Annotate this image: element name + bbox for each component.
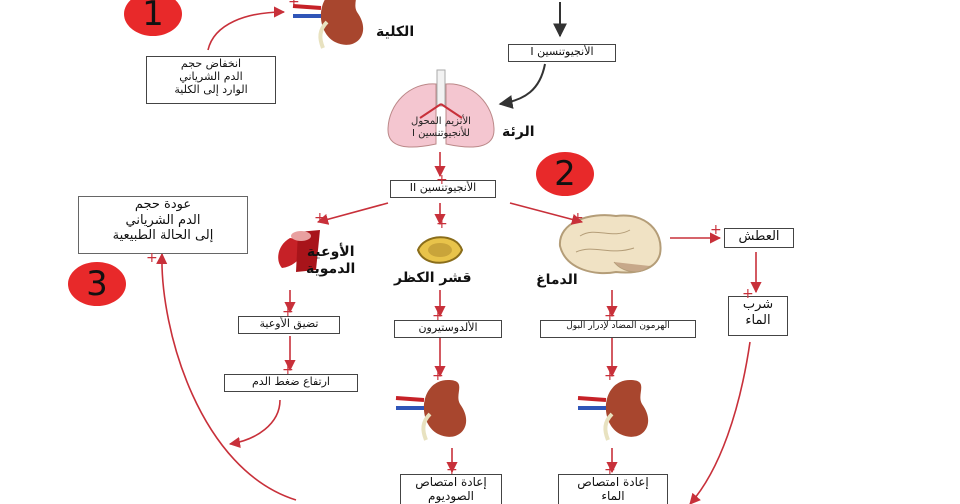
plus-sign-sodium: +: [446, 462, 458, 478]
plus-sign-brain: +: [572, 210, 584, 226]
blood-vessels-label: الأوعية الدموية: [306, 244, 356, 277]
adrenal-cortex-icon: [416, 236, 464, 264]
plus-sign-angiotensin-2: +: [436, 172, 448, 188]
plus-sign-kidney: +: [288, 0, 300, 10]
angiotensin-1-box: الأنجيوتنسين I: [508, 44, 616, 62]
plus-sign-return: +: [146, 250, 158, 266]
adh-box: الهرمون المضاد لإدرار البول: [540, 320, 696, 338]
kidney-label: الكلية: [376, 24, 415, 40]
drink-water-box: شرب الماء: [728, 296, 788, 336]
sodium-reabsorption-box: إعادة امتصاص الصوديوم: [400, 474, 502, 504]
plus-sign-adh: +: [604, 308, 616, 324]
kidney-sodium-icon: [394, 378, 469, 442]
vasoconstriction-box: تضيق الأوعية: [238, 316, 340, 334]
plus-sign-thirst: +: [710, 222, 722, 238]
aldosterone-box: الألدوستيرون: [394, 320, 502, 338]
water-reabsorption-box: إعادة امتصاص الماء: [558, 474, 668, 504]
low-blood-volume-box: انخفاض حجم الدم الشرياني الوارد إلى الكل…: [146, 56, 276, 104]
brain-icon: [558, 214, 662, 275]
step-2-badge: 2: [536, 152, 594, 196]
ace-label: الأنزيم المحول للأنجيوتنسين I: [411, 116, 471, 139]
return-to-normal-box: عودة حجم الدم الشرياني إلى الحالة الطبيع…: [78, 196, 248, 254]
lungs-label: الرئة: [502, 124, 535, 140]
plus-sign-adrenal: +: [436, 216, 448, 232]
step-1-badge: 1: [124, 0, 182, 36]
plus-sign-bp: +: [282, 362, 294, 378]
lungs-icon: [387, 69, 495, 148]
plus-sign-vessels: +: [314, 210, 326, 226]
angiotensin-2-box: الأنجيوتنسين II: [390, 180, 496, 198]
plus-sign-aldosterone: +: [432, 308, 444, 324]
kidney-top-icon: [291, 0, 366, 50]
plus-sign-kidney-water: +: [604, 368, 616, 384]
plus-sign-vasoconstriction: +: [282, 304, 294, 320]
thirst-box: العطش: [724, 228, 794, 248]
blood-vessel-icon: [278, 230, 320, 272]
step-3-badge: 3: [68, 262, 126, 306]
plus-sign-drink: +: [742, 286, 754, 302]
kidney-water-icon: [576, 378, 651, 442]
blood-pressure-rise-box: ارتفاع ضغط الدم: [224, 374, 358, 392]
plus-sign-kidney-sodium: +: [432, 368, 444, 384]
brain-label: الدماغ: [536, 272, 578, 288]
plus-sign-water: +: [604, 462, 616, 478]
adrenal-cortex-label: قشر الكظر: [394, 270, 472, 286]
